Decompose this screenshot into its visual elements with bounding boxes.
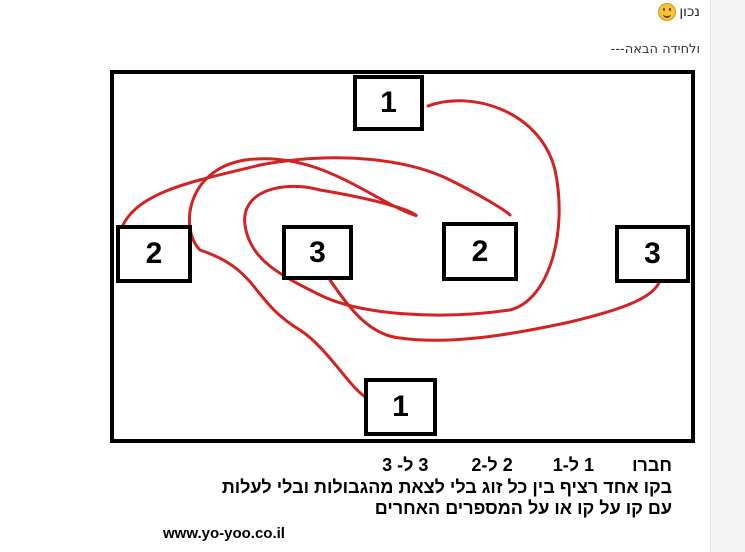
box-2-right-center: 2 xyxy=(442,222,518,281)
box-2-left: 2 xyxy=(116,225,192,283)
path-one-to-one xyxy=(188,99,561,402)
pair-two: 2 ל-2 xyxy=(471,455,513,475)
reply-text: נכון xyxy=(679,4,700,20)
website-link[interactable]: www.yo-yoo.co.il xyxy=(163,525,285,542)
instruction-line-1: חברו 1 ל-1 2 ל-2 3 ל- 3 xyxy=(120,455,672,475)
instruction-line-3: עם קו על קו או על המספרים האחרים xyxy=(374,498,672,518)
box-1-bottom: 1 xyxy=(364,378,437,436)
path-three-to-three xyxy=(326,275,662,342)
path-two-to-two xyxy=(121,156,512,227)
pair-one: 1 ל-1 xyxy=(552,455,595,475)
instruction-line-2: בקו אחד רציף בין כל זוג בלי לצאת מהגבולו… xyxy=(221,477,672,497)
smiley-icon xyxy=(658,3,677,21)
pair-three: 3 ל- 3 xyxy=(382,455,429,475)
next-riddle-text: ולחידה הבאה--- xyxy=(610,42,700,57)
connect-label: חברו xyxy=(632,455,672,475)
puzzle-image: 1 2 3 2 3 1 xyxy=(110,70,695,443)
box-3-center: 3 xyxy=(282,225,353,280)
box-1-top: 1 xyxy=(353,75,424,131)
reply-header: נכון xyxy=(658,2,700,22)
right-scroll-strip xyxy=(710,0,745,552)
box-3-right: 3 xyxy=(615,225,690,283)
